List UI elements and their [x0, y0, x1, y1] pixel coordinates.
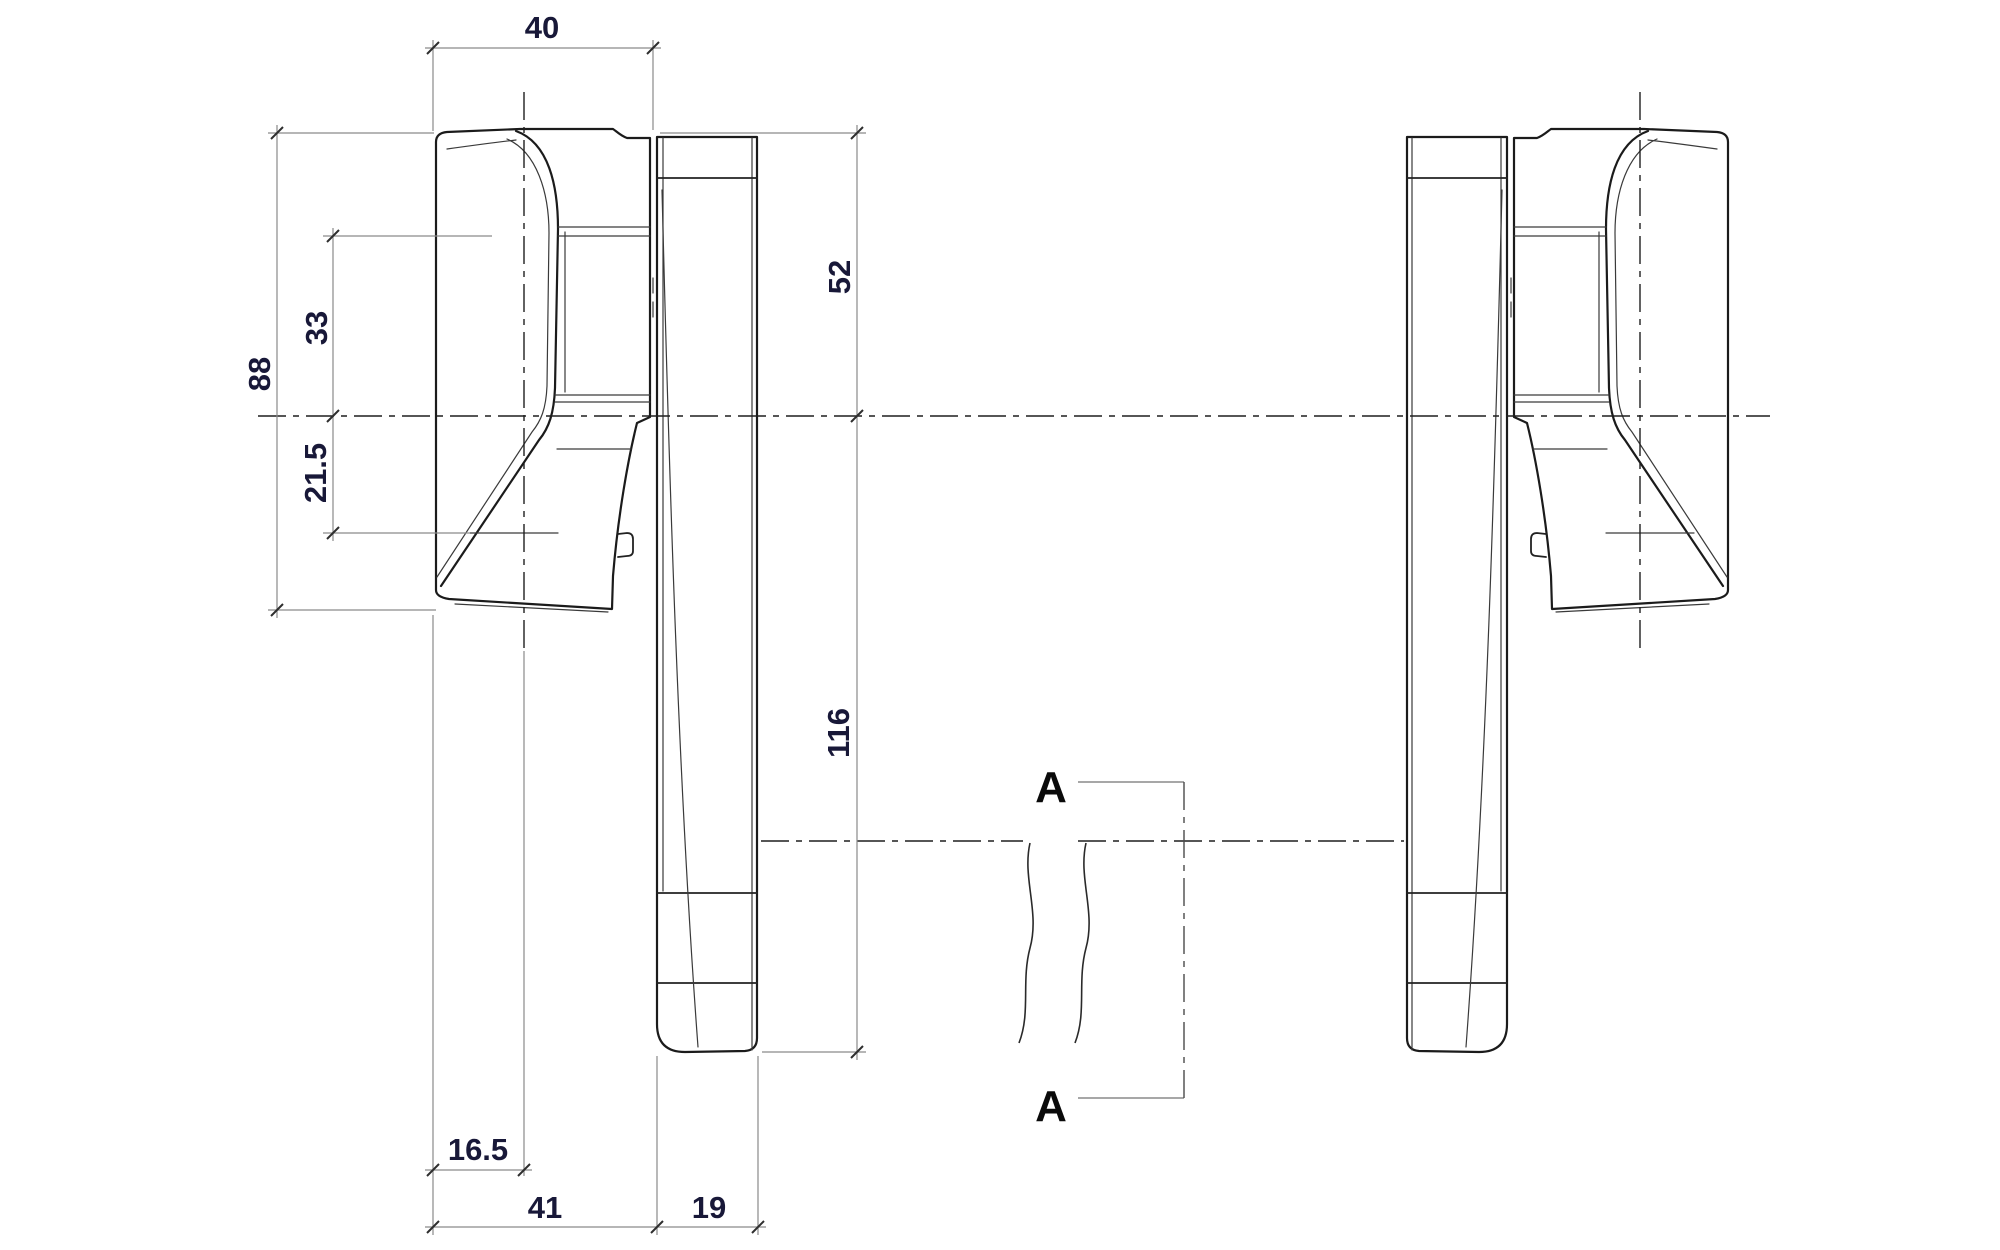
section-aa: A A [1018, 763, 1185, 1131]
dim-label-21-5: 21.5 [298, 443, 333, 503]
right-view-geometry [1405, 90, 1730, 1054]
section-label-top: A [1035, 763, 1067, 812]
dim-bottom-widths: 16.5 41 19 [425, 615, 766, 1235]
dim-cap-width: 40 [425, 10, 661, 131]
break-wave-right [1074, 842, 1090, 1044]
dim-overall-height: 88 [242, 125, 436, 618]
dim-label-52: 52 [822, 260, 857, 294]
dim-label-40: 40 [525, 10, 559, 45]
dim-axis-offsets: 33 21.5 [298, 228, 492, 541]
dim-tick [426, 41, 660, 55]
centerlines [258, 415, 1770, 842]
dim-tick [850, 126, 864, 1059]
extension-lines [660, 132, 866, 1053]
dimensions: 40 88 33 21.5 52 116 16.5 [242, 10, 866, 1235]
extension-lines [432, 40, 654, 131]
dim-label-116: 116 [821, 708, 856, 758]
dim-label-88: 88 [242, 357, 277, 391]
section-label-bottom: A [1035, 1082, 1067, 1131]
extension-lines [432, 615, 759, 1235]
extension-lines [268, 132, 436, 611]
dim-lever-heights: 52 116 [660, 125, 866, 1060]
dim-label-33: 33 [299, 311, 334, 345]
break-wave-left [1018, 842, 1034, 1044]
dim-tick [426, 1220, 765, 1234]
dim-label-19: 19 [692, 1190, 726, 1225]
right-view [1405, 90, 1730, 1054]
extension-lines [323, 235, 492, 534]
dim-tick [270, 126, 284, 617]
dim-tick [326, 229, 340, 540]
dim-label-16-5: 16.5 [448, 1132, 508, 1167]
dim-tick [426, 1163, 531, 1177]
dim-label-41: 41 [528, 1190, 562, 1225]
